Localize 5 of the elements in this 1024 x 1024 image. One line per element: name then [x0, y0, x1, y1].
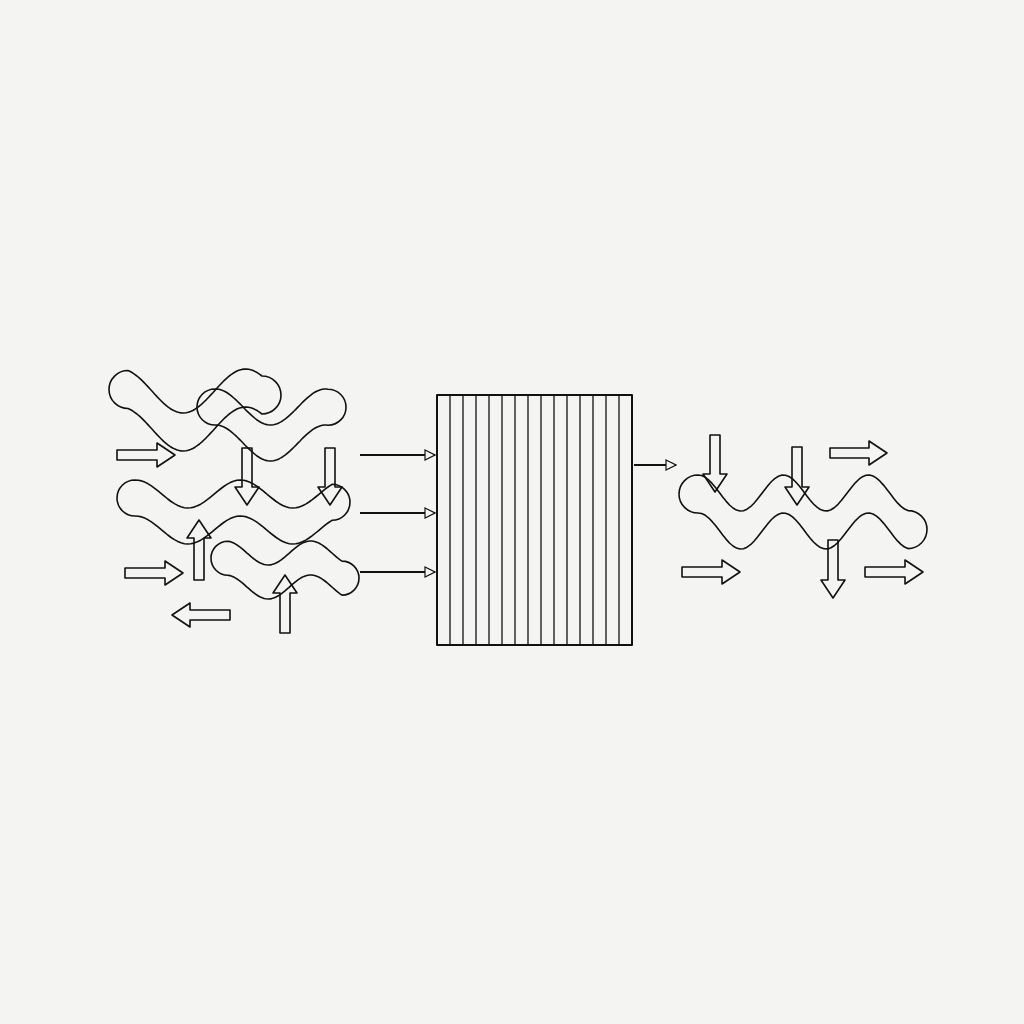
arrow [360, 449, 436, 461]
arrow [634, 459, 677, 471]
grating-drawing [437, 395, 632, 645]
arrow [360, 507, 436, 519]
arrow [360, 566, 436, 578]
